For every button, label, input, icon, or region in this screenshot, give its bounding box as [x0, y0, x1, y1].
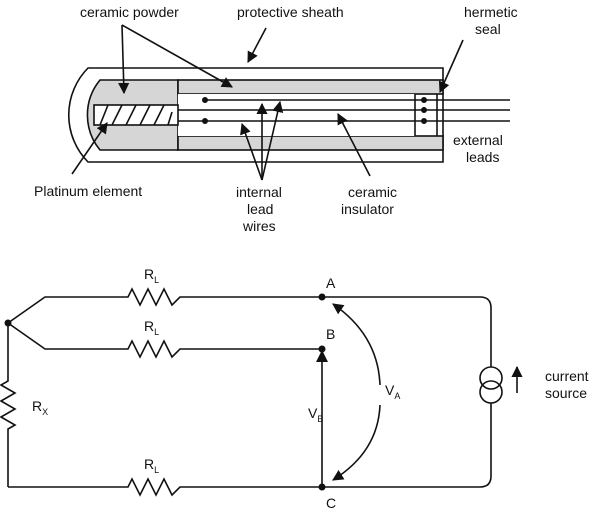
arrow-ceramic-powder-2: [121, 24, 233, 88]
arrow-hermetic-seal: [438, 39, 464, 94]
wire-dot: [202, 97, 208, 103]
current-source-circle-top: [479, 366, 503, 390]
ceramic-band-bottom: [177, 135, 444, 151]
junction-node-left: [4, 319, 12, 327]
arrow-internal-wire-3: [261, 100, 284, 181]
three-wire-circuit: RL RL RL RX VA VB A B C current source: [0, 266, 589, 511]
label-node-a: A: [326, 275, 336, 291]
arrow-protective-sheath: [247, 27, 267, 63]
label-hermetic-seal-2: seal: [475, 21, 501, 37]
label-internal-lead-wires-1: internal: [236, 184, 282, 200]
va-arc-lower: [332, 404, 381, 481]
label-ceramic-insulator-2: insulator: [341, 201, 394, 217]
label-protective-sheath: protective sheath: [237, 4, 344, 20]
node-c-dot: [318, 483, 326, 491]
label-node-b: B: [326, 326, 335, 342]
label-vb: VB: [308, 405, 323, 424]
current-source-circle-bottom: [479, 380, 503, 404]
label-external-leads-1: external: [453, 132, 503, 148]
wire-source-return: [322, 403, 492, 488]
ceramic-band-top: [177, 79, 444, 95]
label-hermetic-seal-1: hermetic: [464, 4, 518, 20]
label-external-leads-2: leads: [466, 149, 499, 165]
arrow-ceramic-insulator: [337, 113, 371, 177]
wire-top: [7, 287, 322, 324]
node-a-dot: [318, 293, 326, 301]
label-current-source-1: current: [545, 368, 589, 384]
label-platinum-element: Platinum element: [34, 183, 142, 199]
node-b-dot: [318, 345, 326, 353]
wire-bottom: [8, 477, 322, 497]
label-rl-bottom: RL: [144, 456, 159, 475]
label-internal-lead-wires-2: lead: [247, 201, 273, 217]
wire-source-loop: [322, 296, 492, 367]
arrow-ceramic-powder-1: [118, 24, 130, 95]
label-rx: RX: [32, 398, 48, 417]
wire-dot: [421, 118, 427, 124]
label-node-c: C: [326, 495, 336, 511]
wire-dot: [421, 97, 427, 103]
label-ceramic-insulator-1: ceramic: [348, 184, 397, 200]
wire-dot: [421, 107, 427, 113]
resistor-rx: [0, 323, 17, 487]
arrow-platinum-element: [71, 122, 108, 175]
wire-dot: [202, 118, 208, 124]
label-ceramic-powder: ceramic powder: [80, 4, 179, 20]
vb-arrow-head: [316, 350, 328, 362]
label-internal-lead-wires-3: wires: [242, 218, 276, 234]
ceramic-insulator-channel: [178, 94, 415, 136]
rtd-sensor: ceramic powder protective sheath hermeti…: [34, 4, 518, 234]
label-rl-middle: RL: [144, 318, 159, 337]
wire-middle: [7, 322, 322, 359]
arrow-internal-wire-1: [240, 122, 263, 181]
label-va: VA: [385, 382, 400, 401]
label-rl-top: RL: [144, 266, 159, 285]
platinum-coil: [99, 104, 173, 126]
label-current-source-2: source: [545, 385, 587, 401]
va-arc-upper: [332, 303, 381, 386]
